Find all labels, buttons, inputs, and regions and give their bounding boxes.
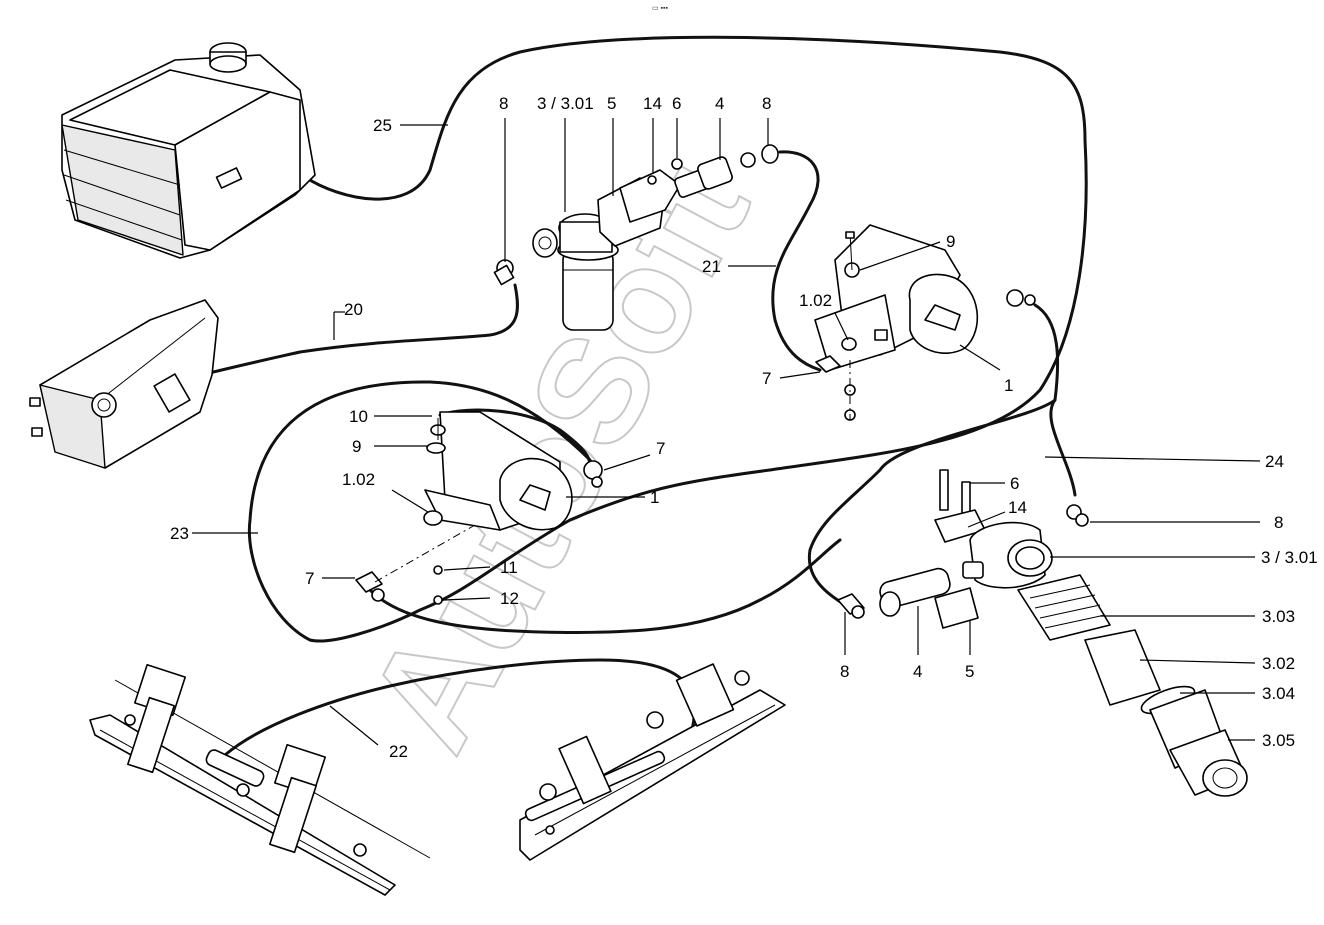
hose-21 [771,150,822,372]
callout-5: 5 [965,662,974,681]
callout-3.04: 3.04 [1262,684,1295,703]
callout-5: 5 [607,94,616,113]
callout-6: 6 [1010,474,1019,493]
filter-assembly-lower [837,469,1248,797]
callout-3-3.01: 3 / 3.01 [1261,548,1318,567]
callout-11: 11 [500,558,518,577]
hose-25 [247,35,1088,643]
spray-boom-right [519,663,786,861]
callout-23: 23 [170,524,189,543]
callout-7: 7 [762,369,771,388]
callout-9: 9 [946,232,955,251]
callout-22: 22 [389,742,408,761]
callout-7: 7 [656,439,665,458]
callout-12: 12 [500,589,519,608]
callout-7: 7 [305,569,314,588]
callout-9: 9 [352,437,361,456]
callout-3.02: 3.02 [1262,654,1295,673]
callout-1: 1 [650,488,659,507]
main-tank [61,42,316,259]
callout-14: 14 [643,94,662,113]
hose-24b [1049,398,1077,497]
callout-4: 4 [913,662,922,681]
hose-23-loop [368,538,842,635]
callout-8: 8 [499,94,508,113]
callout-8: 8 [1274,513,1283,532]
callout-25: 25 [373,116,392,135]
callout-6: 6 [672,94,681,113]
hose-pump-top [438,408,592,467]
spray-boom-left [89,663,431,896]
callout-20: 20 [344,300,363,319]
leader-lines [192,118,1261,746]
callout-labels: 8 3 / 3.01 5 14 6 4 8 25 9 21 20 1.02 7 … [170,94,1318,761]
callout-10: 10 [349,407,368,426]
callout-21: 21 [702,257,721,276]
callout-1: 1 [1004,376,1013,395]
callout-4: 4 [715,94,724,113]
hose-24 [807,303,1060,607]
callout-8: 8 [840,662,849,681]
callout-3-3.01: 3 / 3.01 [537,94,594,113]
small-tank [29,299,219,469]
callout-1.02: 1.02 [799,291,832,310]
pump-upper [814,224,1036,421]
filter-assembly-top [493,144,779,331]
callout-24: 24 [1265,452,1284,471]
header-mark: ▭ ▪▪▪ [652,5,669,12]
callout-3.03: 3.03 [1262,607,1295,626]
pump-lower [355,411,603,605]
callout-8: 8 [762,94,771,113]
callout-1.02: 1.02 [342,470,375,489]
callout-3.05: 3.05 [1262,731,1295,750]
callout-14: 14 [1008,498,1027,517]
